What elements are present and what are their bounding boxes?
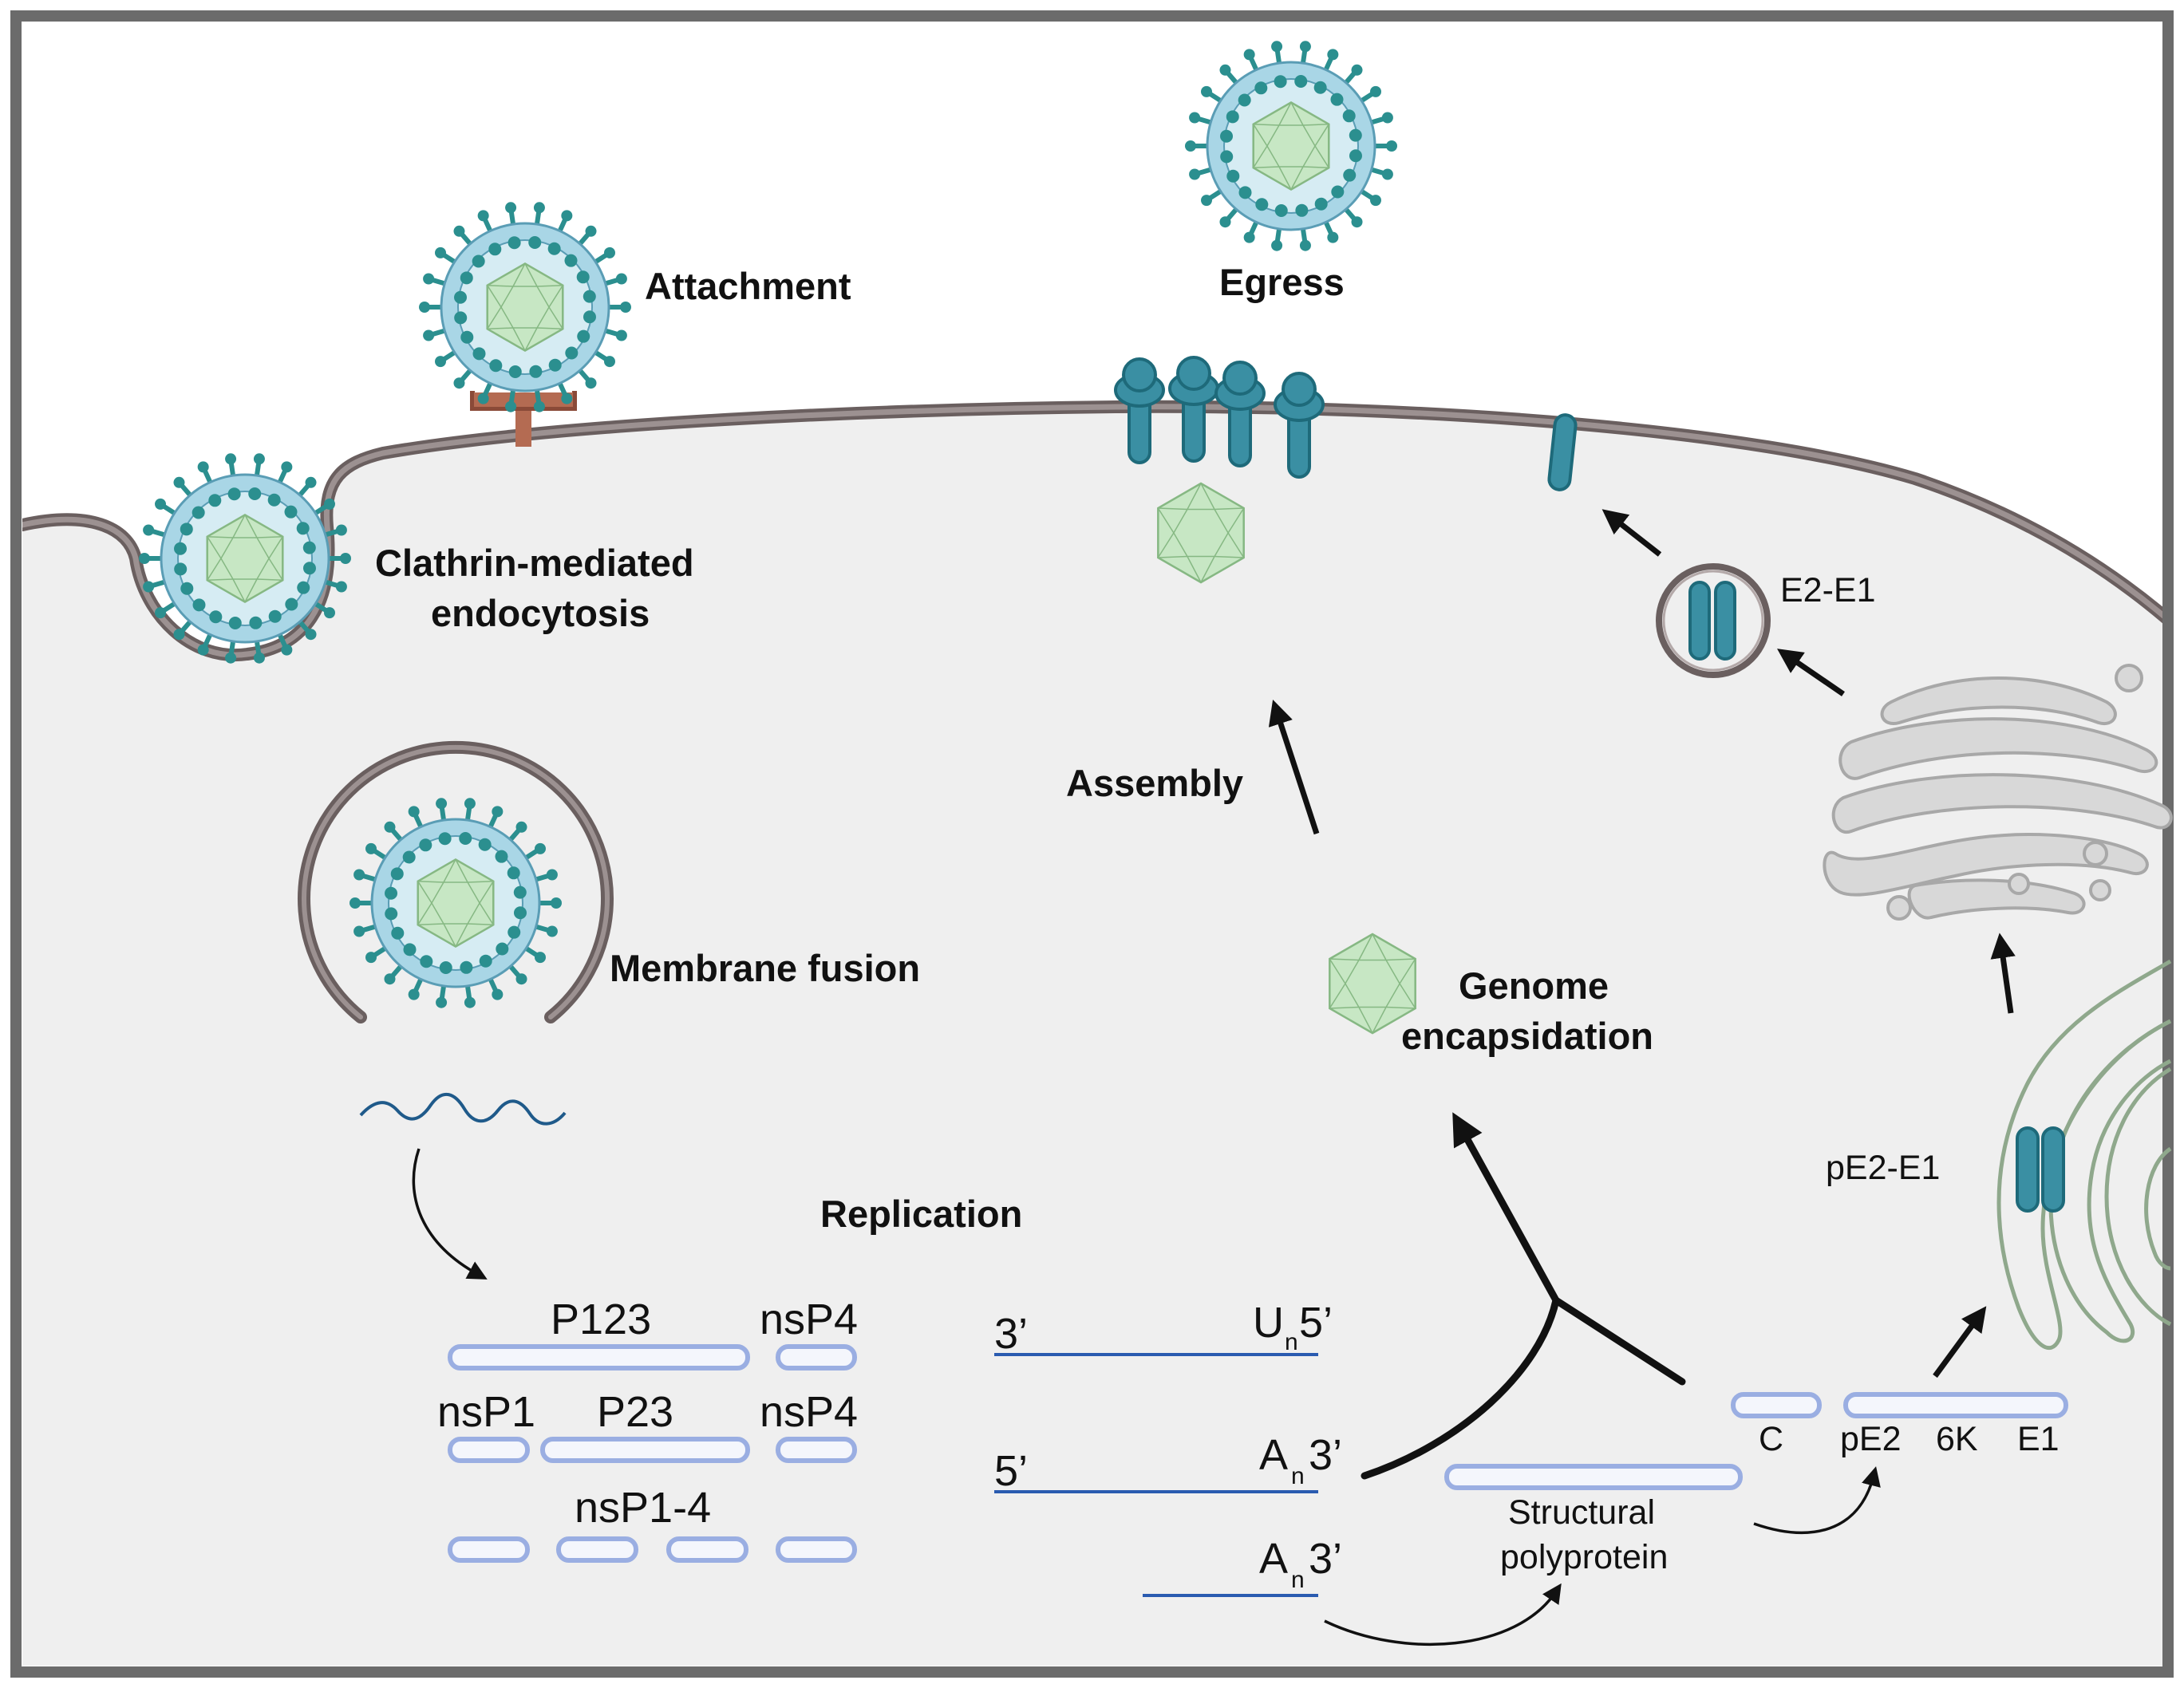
attaching-virion [419, 202, 631, 412]
rna3-right-sub: n [1291, 1567, 1305, 1593]
genome-encapsidation-line2: encapsidation [1401, 1015, 1653, 1057]
nsp1-bar [448, 1437, 530, 1463]
er-glycoprotein-pe2-e1 [2016, 1126, 2065, 1213]
free-nucleocapsid [1329, 933, 1416, 1035]
transport-vesicle [1656, 563, 1771, 678]
translation-arrow [412, 1148, 488, 1280]
capsid-protein-label: C [1759, 1420, 1783, 1458]
rna2-right-main: A [1259, 1431, 1288, 1479]
encapsidation-arrow [1452, 1112, 1559, 1303]
nsp4-mature-bar [776, 1536, 857, 1563]
nsp2-mature-bar [556, 1536, 638, 1563]
p123-bar [448, 1344, 750, 1371]
polyprotein-processing-arrow [1753, 1466, 1881, 1534]
pe2-label: pE2 [1840, 1420, 1902, 1458]
nsp4-label-b: nsP4 [760, 1388, 858, 1436]
to-er-arrow [1933, 1306, 1987, 1378]
capsid-protein-to-capsid-line [1552, 1296, 1686, 1386]
structural-polyprotein-line2: polyprotein [1500, 1538, 1668, 1576]
assembly-label: Assembly [1066, 762, 1243, 804]
rna1-right-sub: n [1285, 1329, 1298, 1355]
nsp4-bar-a [776, 1344, 857, 1371]
pe2-6k-e1-bar [1843, 1392, 2068, 1418]
endocytosed-virion [139, 453, 351, 664]
assembly-arrow [1268, 700, 1320, 835]
genome-to-capsid-line [1361, 1296, 1560, 1480]
subgenomic-translation-arrow [1324, 1583, 1562, 1647]
fusing-virion [350, 798, 562, 1008]
p23-bar [540, 1437, 750, 1463]
rna2-right-sub: n [1291, 1463, 1305, 1489]
egressing-virion [1185, 41, 1397, 251]
nsp1-label: nsP1 [437, 1388, 535, 1436]
rna2-left-end: 5’ [994, 1447, 1028, 1495]
membrane-glycoprotein [1547, 413, 1578, 491]
e2-e1-label: E2-E1 [1780, 571, 1876, 609]
clathrin-label-line1: Clathrin-mediated [375, 542, 694, 584]
nsp1-mature-bar [448, 1536, 530, 1563]
nsp4-bar-b [776, 1437, 857, 1463]
nsp1-4-label: nsP1-4 [575, 1484, 711, 1532]
6k-label: 6K [1936, 1420, 1978, 1458]
genome-encapsidation-line1: Genome [1459, 964, 1609, 1007]
nonstructural-proteins [448, 1344, 857, 1563]
rna1-left-end: 3’ [994, 1310, 1028, 1358]
structural-polyprotein-line1: Structural [1508, 1493, 1655, 1532]
e1-label: E1 [2017, 1420, 2060, 1458]
golgi-to-vesicle-arrow [1777, 649, 1845, 696]
rna1-right-main: U [1253, 1299, 1284, 1347]
rna3-right-main: A [1259, 1535, 1288, 1583]
host-receptor [470, 391, 577, 447]
released-genome-rna [359, 1092, 567, 1126]
rna3-right-end: 3’ [1309, 1535, 1342, 1583]
endosome [298, 740, 614, 1023]
structural-polyprotein-bar [1444, 1464, 1743, 1490]
golgi-apparatus [1823, 664, 2173, 921]
nsp4-label-a: nsP4 [760, 1296, 858, 1343]
pe2-e1-label: pE2-E1 [1826, 1149, 1940, 1187]
rna-strands [994, 1353, 1318, 1597]
capsid-protein-bar [1731, 1392, 1822, 1418]
budding-nucleocapsid [1157, 482, 1245, 584]
rna1-right-end: 5’ [1299, 1299, 1333, 1347]
vesicle-to-membrane-arrow [1601, 509, 1662, 557]
nsp3-mature-bar [666, 1536, 748, 1563]
attachment-label: Attachment [645, 265, 851, 307]
membrane-fusion-label: Membrane fusion [610, 947, 920, 989]
rna2-right-end: 3’ [1309, 1431, 1342, 1479]
budding-glycoprotein-spikes [1114, 356, 1325, 479]
replication-label: Replication [820, 1193, 1022, 1235]
egress-label: Egress [1219, 261, 1345, 303]
p123-label: P123 [551, 1296, 651, 1343]
er-to-golgi-arrow [1990, 933, 2016, 1014]
p23-label: P23 [597, 1388, 673, 1436]
clathrin-label-line2: endocytosis [431, 592, 650, 634]
